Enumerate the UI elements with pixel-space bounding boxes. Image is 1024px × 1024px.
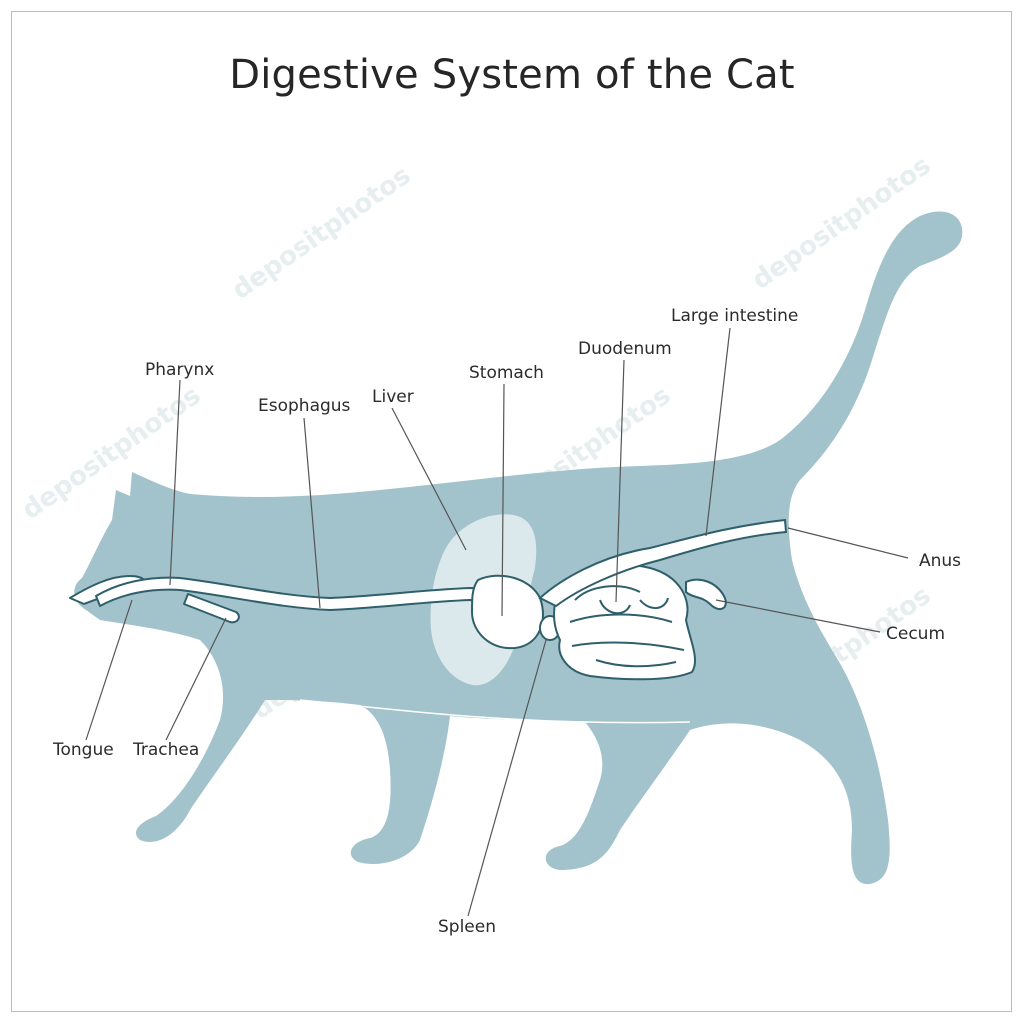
watermark-text: depositphotos xyxy=(227,161,416,306)
label-trachea: Trachea xyxy=(132,740,199,760)
trachea xyxy=(183,593,240,624)
label-anus: Anus xyxy=(919,551,961,571)
labels: Pharynx Esophagus Liver Stomach Duodenum… xyxy=(52,306,961,937)
label-spleen: Spleen xyxy=(438,917,496,937)
leader-lines xyxy=(85,327,909,917)
label-tongue: Tongue xyxy=(52,740,114,760)
stomach xyxy=(470,574,544,650)
large-intestine xyxy=(538,518,788,608)
label-esophagus: Esophagus xyxy=(258,396,351,416)
label-duodenum: Duodenum xyxy=(578,339,672,359)
cecum xyxy=(685,578,727,611)
diagram-title: Digestive System of the Cat xyxy=(229,52,795,98)
belly-line xyxy=(299,699,691,724)
label-liver: Liver xyxy=(372,387,414,407)
small-intestine xyxy=(553,564,696,681)
label-large-intestine: Large intestine xyxy=(671,306,798,326)
label-stomach: Stomach xyxy=(469,363,544,383)
label-pharynx: Pharynx xyxy=(145,360,214,380)
label-cecum: Cecum xyxy=(886,624,945,644)
